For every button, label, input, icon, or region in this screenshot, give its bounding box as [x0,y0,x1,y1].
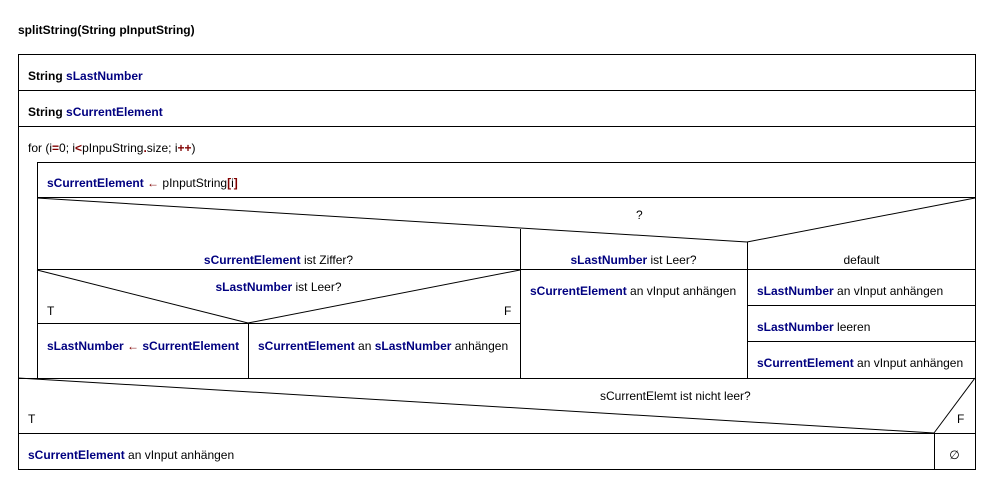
loop-operator: . [143,141,147,155]
case-var: sCurrentElement [203,253,301,267]
default-action-1: sLastNumber an vInput anhängen [757,284,943,298]
final-if-diagonal-left [17,377,935,434]
final-if-false-label: F [957,412,965,426]
inner-if-condition: sLastNumber ist Leer? [37,280,520,294]
action-var: sCurrentElement [530,284,627,298]
case-2-action: sCurrentElement an vInput anhängen [530,284,736,298]
assign-target: sLastNumber [47,339,124,353]
action-text: an vInput anhängen [853,356,964,370]
case-default-label: default [843,253,880,267]
action-text: an vInput anhängen [833,284,944,298]
inner-if-diagonal-right [247,269,521,324]
assign-current-element: sCurrentElement ← pInputString[i] [47,176,238,190]
case-1-label: sCurrentElement ist Ziffer? [37,253,520,267]
diagram-title: splitString(String pInputString) [18,23,195,37]
final-if-diagonal-right [933,377,976,434]
loop-operator: < [75,141,83,155]
append-text: an [354,339,375,353]
loop-text: i [49,141,53,155]
case-text: ist Ziffer? [300,253,354,267]
assign-source: pInputString [162,176,228,190]
default-action-2: sLastNumber leeren [757,320,870,334]
case-text: ist Leer? [647,253,697,267]
assign-arrow: ← [147,176,160,190]
inner-if-true-label: T [47,304,55,318]
true-branch-assign: sLastNumber ← sCurrentElement [47,339,239,353]
structogram-frame [18,54,976,470]
final-if-true-label: T [28,412,36,426]
loop-text: for ( [28,141,50,155]
action-text: an vInput anhängen [124,448,235,462]
assign-index: i [231,176,234,190]
assign-bracket: ] [233,176,238,190]
loop-text: size; [146,141,175,155]
declaration-last-number: String sLastNumber [28,69,143,83]
decl-type: String [28,105,63,119]
declaration-current-element: String sCurrentElement [28,105,163,119]
assign-bracket: [ [227,176,232,190]
inner-if-false-label: F [504,304,512,318]
action-var: sLastNumber [757,320,834,334]
loop-operator: = [52,141,60,155]
false-branch-append: sCurrentElement an sLastNumber anhängen [258,339,508,353]
action-var: sCurrentElement [28,448,125,462]
inner-if-diagonal-left [36,269,249,324]
final-action: sCurrentElement an vInput anhängen [28,448,234,462]
condition-var: sLastNumber [215,280,293,294]
decl-type: String [28,69,63,83]
condition-text: ist Leer? [292,280,342,294]
append-var: sLastNumber [374,339,452,353]
assign-source: sCurrentElement [142,339,240,353]
action-text: leeren [833,320,871,334]
case-var: sLastNumber [570,253,648,267]
decl-var: sLastNumber [66,69,143,83]
assign-target: sCurrentElement [47,176,144,190]
loop-text: i [72,141,76,155]
loop-text: i [174,141,178,155]
append-text: anhängen [451,339,509,353]
case-diagonal-right [746,197,976,243]
action-var: sLastNumber [757,284,834,298]
loop-operator: ++ [177,141,192,155]
action-text: an vInput anhängen [626,284,737,298]
loop-text: pInpuString [82,141,144,155]
case-question: ? [636,208,643,222]
case-2-label: sLastNumber ist Leer? [520,253,747,267]
default-action-3: sCurrentElement an vInput anhängen [757,356,963,370]
action-var: sCurrentElement [757,356,854,370]
loop-text: ) [191,141,196,155]
for-loop-header: for (i=0; i<pInpuString.size; i++) [28,141,196,155]
loop-text: 0; [59,141,73,155]
final-if-condition: sCurrentElemt ist nicht leer? [600,389,751,403]
case-diagonal-left [36,197,748,243]
empty-set-icon: ∅ [949,448,960,462]
append-var: sCurrentElement [258,339,355,353]
assign-arrow: ← [127,339,140,353]
decl-var: sCurrentElement [66,105,163,119]
